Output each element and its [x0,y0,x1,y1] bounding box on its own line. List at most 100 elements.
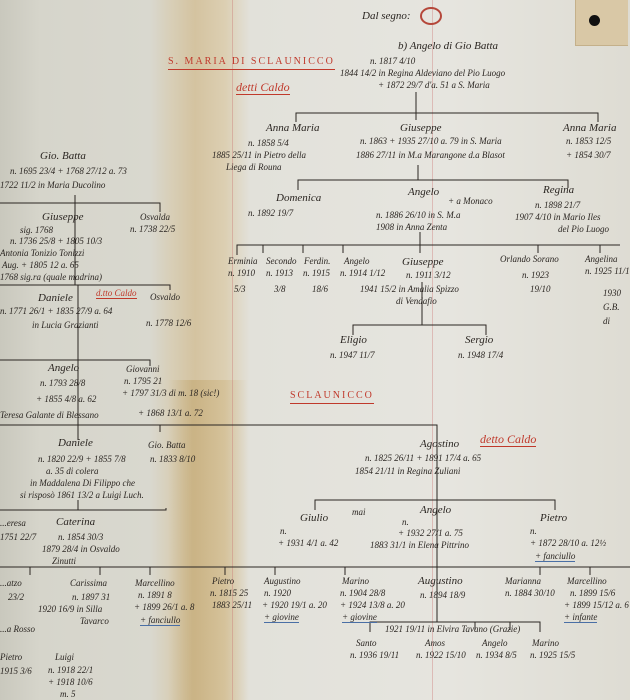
person-detail: di [603,316,611,326]
person-name: Giuseppe [402,256,444,268]
person-name: Angelina [585,254,618,264]
person-name: Giuseppe [400,122,442,134]
person-name: Amos [425,638,445,648]
person-detail: 18/6 [312,284,329,294]
person-name: Anna Maria [266,122,320,134]
founder-marriage: 1844 14/2 in Regina Aldeviano del Pio Lu… [340,68,506,78]
person-detail: in Lucia Grazianti [32,320,99,330]
person-detail: n. 1947 11/7 [330,350,375,360]
person-detail: G.B. [603,302,620,312]
person-detail: + 1872 28/10 a. 12½ [530,538,607,548]
founder-birth: n. 1817 4/10 [370,56,416,66]
person-detail: n. [402,517,409,527]
sclaunicco-title: SCLAUNICCO [290,390,374,404]
person-detail: + 1854 30/7 [566,150,611,160]
founder-name: b) Angelo di Gio Batta [398,40,499,52]
nickname-label: d.tto Caldo [96,288,137,299]
person-name: Pietro [0,652,23,662]
person-name: Gio. Batta [148,440,186,450]
person-detail: in Maddalena Di Filippo che [30,478,135,488]
person-name: Daniele [58,437,93,449]
person-detail: n. 1793 28/8 [40,378,86,388]
person-detail: 1941 15/2 in Amalia Spizzo [360,284,459,294]
person-name: Marianna [505,576,541,586]
person-detail: 1768 sig.ra (quale madrina) [0,272,102,282]
person-detail: 3/8 [274,284,286,294]
person-name: Eligio [340,334,367,346]
person-detail: a. 35 di colera [46,466,99,476]
person-detail: n. [280,526,287,536]
person-detail: n. 1892 19/7 [248,208,294,218]
person-name: Ferdin. [304,256,331,266]
person-detail: n. 1897 31 [72,592,111,602]
person-detail: n. 1886 26/10 in S. M.a [376,210,461,220]
person-name: Marino [342,576,369,586]
person-name: ...eresa [0,518,26,528]
person-detail: + 1855 4/8 a. 62 [36,394,97,404]
person-detail: 1908 in Anna Zenta [376,222,448,232]
person-detail: 1722 11/2 in Maria Ducolino [0,180,106,190]
person-name: Pietro [540,512,568,524]
person-detail: n. 1922 15/10 [416,650,466,660]
person-detail: n. 1913 [266,268,293,278]
person-detail: n. 1738 22/5 [130,224,176,234]
person-detail: n. 1695 23/4 + 1768 27/12 a. 73 [10,166,127,176]
water-stain [168,380,248,700]
person-name: Angelo [48,362,80,374]
person-name: Augustino [418,575,463,587]
person-detail: n. 1923 [522,270,549,280]
person-detail: Liega di Rouna [226,162,282,172]
person-detail: n. 1920 [264,588,291,598]
person-detail: n. 1771 26/1 + 1835 27/9 a. 64 [0,306,113,316]
person-detail: 1751 22/7 [0,532,37,542]
person-detail: si risposò 1861 13/2 a Luigi Luch. [20,490,144,500]
person-detail: Aug. + 1805 12 a. 65 [2,260,79,270]
person-name: Regina [543,184,575,196]
person-detail: + 1918 10/6 [48,677,93,687]
person-name: Orlando Sorano [500,254,559,264]
person-name: Santo [356,638,377,648]
person-detail: + 1868 13/1 a. 72 [138,408,203,418]
person-detail: 1920 16/9 in Silla [38,604,103,614]
person-detail: sig. 1768 [20,225,54,235]
person-name: Angelo [420,504,452,516]
person-name: Secondo [266,256,297,266]
person-name: Sergio [465,334,494,346]
person-detail: n. 1899 15/6 [570,588,616,598]
person-name: Caterina [56,516,96,528]
person-detail: n. 1914 1/12 [340,268,386,278]
person-note: + a Monaco [448,196,493,206]
person-detail: del Pio Luogo [558,224,609,234]
person-detail: n. 1911 3/12 [406,270,451,280]
person-detail: n. 1833 8/10 [150,454,196,464]
person-name: Osvaldo [150,292,180,302]
person-detail: n. [530,526,537,536]
person-detail: 1883 31/1 in Elena Pittrino [370,540,469,550]
person-detail: n. 1820 22/9 + 1855 7/8 [38,454,126,464]
person-detail: + fanciullo [535,551,576,562]
person-detail: n. 1948 17/4 [458,350,504,360]
family-seal-icon [420,7,442,25]
person-detail: + 1920 19/1 a. 20 [262,600,327,610]
person-detail: + giovine [342,612,377,623]
person-detail: 1886 27/11 in M.a Marangone d.a Blasot [356,150,505,160]
person-detail: + 1924 13/8 a. 20 [340,600,405,610]
person-detail: n. 1778 12/6 [146,318,192,328]
person-detail: Tavarco [80,616,109,626]
nickname-title: detti Caldo [236,80,290,95]
person-detail: + 1932 27/1 a. 75 [398,528,463,538]
person-name: Luigi [55,652,75,662]
person-detail: n. 1936 19/11 [350,650,400,660]
person-detail: 19/10 [530,284,551,294]
person-detail: n. 1934 8/5 [476,650,517,660]
person-name: ...atzo [0,578,22,588]
person-detail: + infante [564,612,598,623]
person-name: Angelo [408,186,440,198]
person-name: Angelo [482,638,508,648]
person-name: Domenica [276,192,322,204]
person-detail: 1915 3/6 [0,666,32,676]
person-name: Gio. Batta [40,150,86,162]
person-detail: + 1797 31/3 di m. 18 (sic!) [122,388,220,398]
dal-segno-label: Dal segno: [362,10,411,22]
